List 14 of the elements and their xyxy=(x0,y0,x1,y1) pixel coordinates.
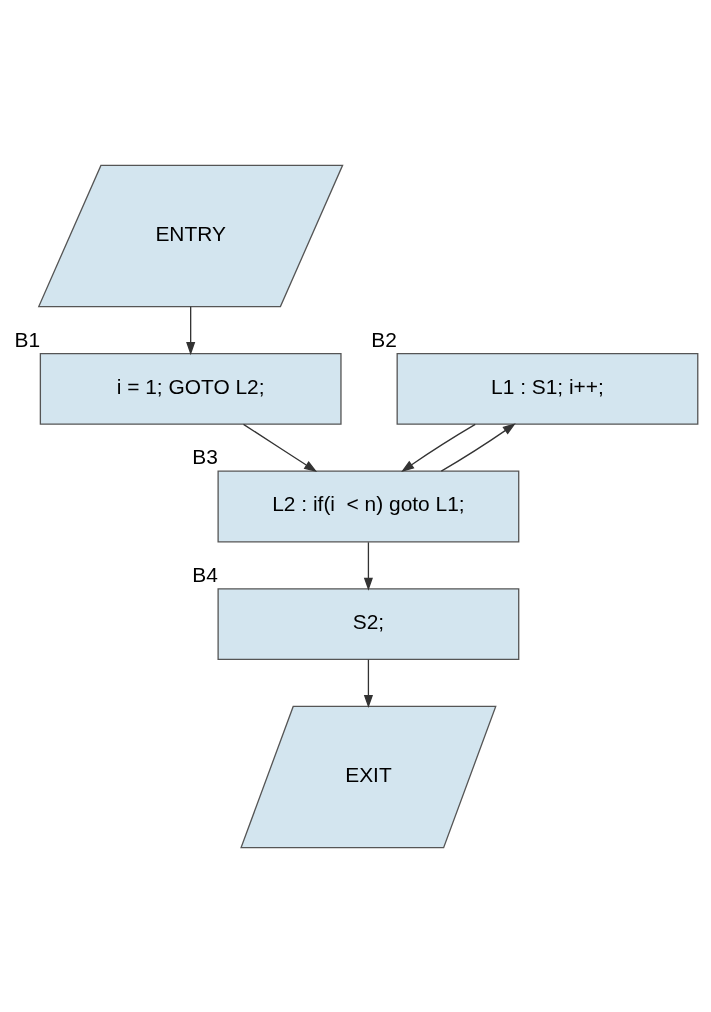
arrow xyxy=(440,422,516,472)
arrow xyxy=(185,305,195,355)
node-label: B1 xyxy=(14,327,40,351)
arrow xyxy=(400,423,476,472)
node-box: i = 1; GOTO L2; xyxy=(39,352,342,425)
node-label: B3 xyxy=(191,444,218,468)
arrow xyxy=(363,658,373,708)
node-label: B4 xyxy=(191,562,218,586)
node-box: L2 : if(i < n) goto L1; xyxy=(216,470,519,542)
arrow xyxy=(363,541,373,591)
node-box: S2; xyxy=(216,587,519,660)
node-box: L1 : S1; i++; xyxy=(396,352,698,425)
node-label: B2 xyxy=(370,327,397,351)
arrow xyxy=(242,423,317,472)
